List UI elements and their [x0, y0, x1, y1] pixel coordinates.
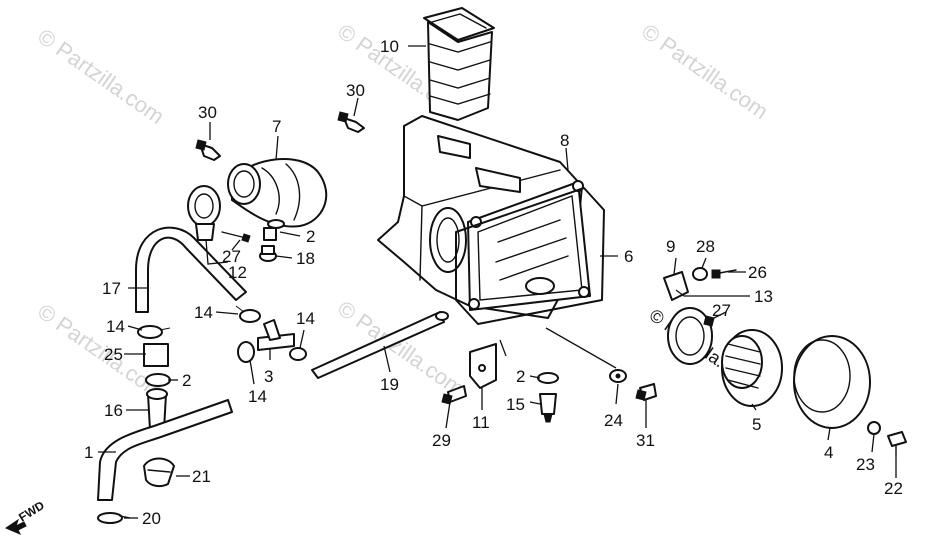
callout-label: 24 — [604, 411, 623, 430]
part-intake-duct[interactable] — [423, 7, 495, 121]
arrow-icon — [4, 518, 27, 535]
callout-label: 21 — [192, 467, 211, 486]
part-drain-hose-1[interactable] — [97, 399, 233, 501]
callout-label: 30 — [346, 81, 365, 100]
callout-label: 14 — [106, 317, 125, 336]
part-air-cleaner-case[interactable] — [377, 115, 591, 319]
callout-label: 15 — [506, 395, 525, 414]
callout-label: 9 — [666, 237, 675, 256]
part-bolt-27a[interactable] — [221, 231, 251, 243]
callout-label: 25 — [104, 345, 123, 364]
part-clamp-21[interactable] — [143, 457, 175, 488]
callout-label: 20 — [142, 509, 161, 528]
watermark: © Partzilla.com — [333, 296, 469, 402]
callout-label: 14 — [194, 303, 213, 322]
part-plug-25[interactable] — [143, 343, 169, 367]
part-band-13[interactable] — [667, 307, 713, 365]
part-clip-2a[interactable] — [263, 219, 285, 241]
watermark: © Partzilla.com — [33, 24, 169, 130]
part-tube-band[interactable] — [187, 185, 221, 241]
callout-label: 3 — [264, 367, 273, 386]
callout-label: 2 — [516, 367, 525, 386]
part-clip-14c[interactable] — [289, 347, 307, 361]
callout-label: 27 — [222, 247, 241, 266]
callout-label: 30 — [198, 103, 217, 122]
part-clip-14d[interactable] — [237, 341, 255, 363]
callout-label: 8 — [560, 131, 569, 150]
part-clip-20[interactable] — [97, 512, 131, 524]
callout-label: 4 — [824, 443, 833, 462]
callout-label: 14 — [296, 309, 315, 328]
bolt-30a[interactable] — [195, 139, 221, 161]
callout-label: 2 — [182, 371, 191, 390]
callout-labels: 10 30 30 7 8 2 27 12 18 6 17 9 28 26 13 … — [84, 37, 903, 528]
direction-marker: FWD — [4, 498, 47, 535]
callout-label: 19 — [380, 375, 399, 394]
part-bracket-11[interactable] — [469, 343, 497, 389]
callout-label: 26 — [748, 263, 767, 282]
part-t-joint[interactable] — [257, 319, 295, 351]
part-clip-2b[interactable] — [145, 373, 171, 387]
callout-label: 5 — [752, 415, 761, 434]
part-clip-9[interactable] — [663, 271, 689, 301]
callout-label: 14 — [248, 387, 267, 406]
callout-label: 6 — [624, 247, 633, 266]
callout-label: 16 — [104, 401, 123, 420]
watermark: © Partzilla.com — [637, 19, 773, 125]
washer-28[interactable] — [692, 267, 708, 281]
callout-label: 13 — [754, 287, 773, 306]
nut-22[interactable] — [887, 431, 907, 457]
callout-label: 18 — [296, 249, 315, 268]
callout-label: 27 — [712, 301, 731, 320]
part-connecting-tube[interactable] — [227, 158, 328, 228]
part-clip-14a[interactable] — [235, 305, 261, 323]
bolt-31[interactable] — [635, 383, 657, 401]
callout-label: 2 — [306, 227, 315, 246]
bolt-26[interactable] — [711, 269, 737, 279]
bolt-30b[interactable] — [337, 111, 365, 133]
callout-label: 11 — [472, 413, 490, 432]
callout-label: 31 — [636, 431, 655, 450]
part-air-filter-element[interactable] — [721, 329, 783, 407]
part-clip-14b[interactable] — [137, 325, 171, 339]
part-screw-27b[interactable] — [703, 315, 715, 327]
callout-label: 28 — [696, 237, 715, 256]
part-cap-15[interactable] — [539, 393, 557, 423]
callout-label: 29 — [432, 431, 451, 450]
callout-label: 12 — [228, 263, 247, 282]
fwd-label: FWD — [16, 498, 47, 525]
callout-label: 17 — [102, 279, 121, 298]
part-nut-18[interactable] — [259, 245, 277, 262]
callout-label: 1 — [84, 443, 93, 462]
part-gasket[interactable] — [455, 187, 605, 325]
part-filter-cover-4[interactable] — [793, 335, 871, 429]
part-breather-hose-17[interactable] — [135, 226, 247, 313]
callout-label: 10 — [380, 37, 399, 56]
washer-24[interactable] — [609, 369, 627, 383]
callout-label: 22 — [884, 479, 903, 498]
part-hose-19[interactable] — [311, 311, 449, 379]
part-clip-2c[interactable] — [537, 372, 559, 384]
callout-label: 7 — [272, 117, 281, 136]
washer-23[interactable] — [867, 421, 881, 435]
callout-label: 23 — [856, 455, 875, 474]
leader-lines — [98, 45, 897, 519]
